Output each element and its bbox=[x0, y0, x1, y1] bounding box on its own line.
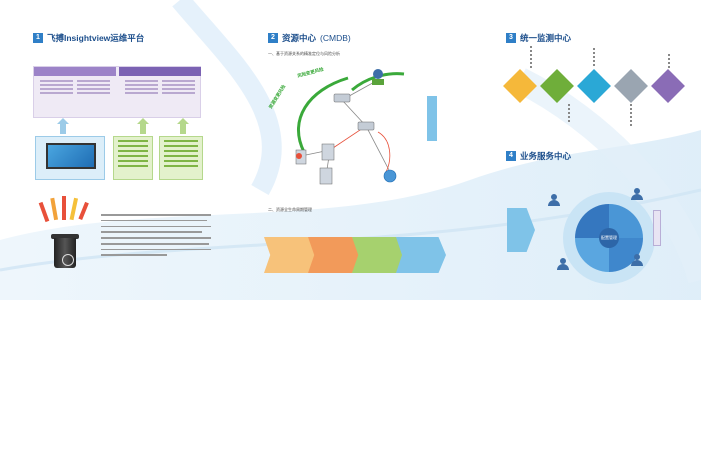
lifecycle-stage-3 bbox=[352, 237, 404, 273]
section1-number-badge: 1 bbox=[33, 33, 43, 43]
section2-title-suffix: (CMDB) bbox=[320, 33, 351, 43]
cmdb-topology bbox=[295, 69, 405, 185]
section3-title-text: 统一监测中心 bbox=[520, 33, 572, 43]
section4-number-badge: 4 bbox=[506, 151, 516, 161]
service-ring-diagram: 配置管理 bbox=[563, 192, 655, 284]
section3-title: 3 统一监测中心 bbox=[506, 32, 571, 44]
ops-platform-diagram bbox=[33, 136, 203, 180]
ops-module-b bbox=[159, 136, 203, 180]
ops-module-a bbox=[113, 136, 153, 180]
section2-title-text: 资源中心 bbox=[282, 33, 317, 43]
ops-framework-panel bbox=[33, 66, 201, 118]
user-icon bbox=[547, 194, 561, 206]
ops-panel-left bbox=[34, 67, 116, 119]
section2-subtitle: 一、基于资源关系的精准定位与风险分析 bbox=[268, 51, 340, 56]
section4-title-text: 业务服务中心 bbox=[520, 151, 572, 161]
lifecycle-stage-2 bbox=[308, 237, 360, 273]
lifecycle-stage-1 bbox=[264, 237, 316, 273]
cmdb-side-tab bbox=[427, 96, 437, 141]
section3-number-badge: 3 bbox=[506, 33, 516, 43]
lifecycle-stage-4 bbox=[396, 237, 446, 273]
ops-arrows bbox=[57, 118, 189, 134]
section2-title: 2 资源中心 (CMDB) bbox=[268, 32, 351, 44]
section1-title: 1 飞搏Insightview运维平台 bbox=[33, 32, 144, 44]
section4-title: 4 业务服务中心 bbox=[506, 150, 571, 162]
section2-number-badge: 2 bbox=[268, 33, 278, 43]
recycle-bin-icon bbox=[51, 230, 79, 268]
section1-title-text: 飞搏Insightview运维平台 bbox=[47, 33, 145, 43]
user-icon bbox=[556, 258, 570, 270]
ops-panel-right bbox=[119, 67, 201, 119]
section2-subtitle2: 二、资源全生命周期管理 bbox=[268, 207, 312, 212]
ops-panel-right-header bbox=[119, 67, 201, 76]
brochure-page: 1 飞搏Insightview运维平台 bbox=[0, 0, 701, 300]
ring-center-label: 配置管理 bbox=[599, 228, 619, 248]
user-icon bbox=[630, 188, 644, 200]
user-icon bbox=[630, 254, 644, 266]
discarded-tools-graphic bbox=[38, 196, 89, 223]
monitor-icon bbox=[35, 136, 105, 180]
service-output-box bbox=[653, 210, 661, 246]
section1-description bbox=[101, 214, 211, 260]
ops-panel-left-header bbox=[34, 67, 116, 76]
recycle-icon bbox=[62, 254, 74, 266]
